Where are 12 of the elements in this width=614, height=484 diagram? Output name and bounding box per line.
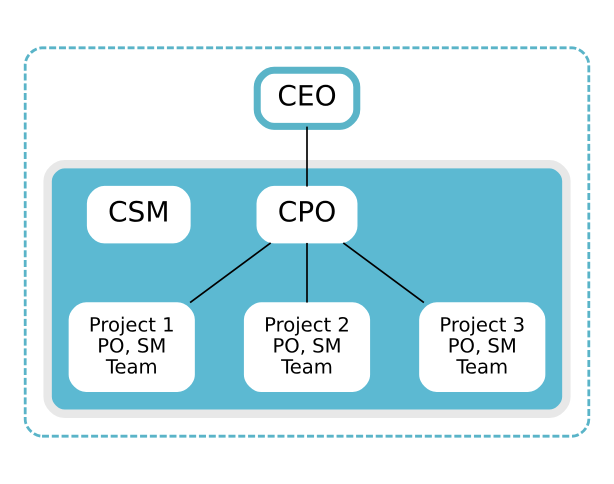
node-box: Project 1 PO, SM Team xyxy=(68,302,195,392)
connector xyxy=(190,242,272,304)
connector xyxy=(306,126,308,187)
node-box: Project 2 PO, SM Team xyxy=(244,302,370,392)
cluster xyxy=(24,46,590,438)
node-box: Project 3 PO, SM Team xyxy=(419,302,546,392)
node-box: CSM xyxy=(86,186,191,244)
node-box: CPO xyxy=(256,186,358,244)
connector xyxy=(342,242,424,304)
node-box: CEO xyxy=(254,66,360,130)
cluster xyxy=(43,160,571,418)
connector xyxy=(306,242,308,303)
